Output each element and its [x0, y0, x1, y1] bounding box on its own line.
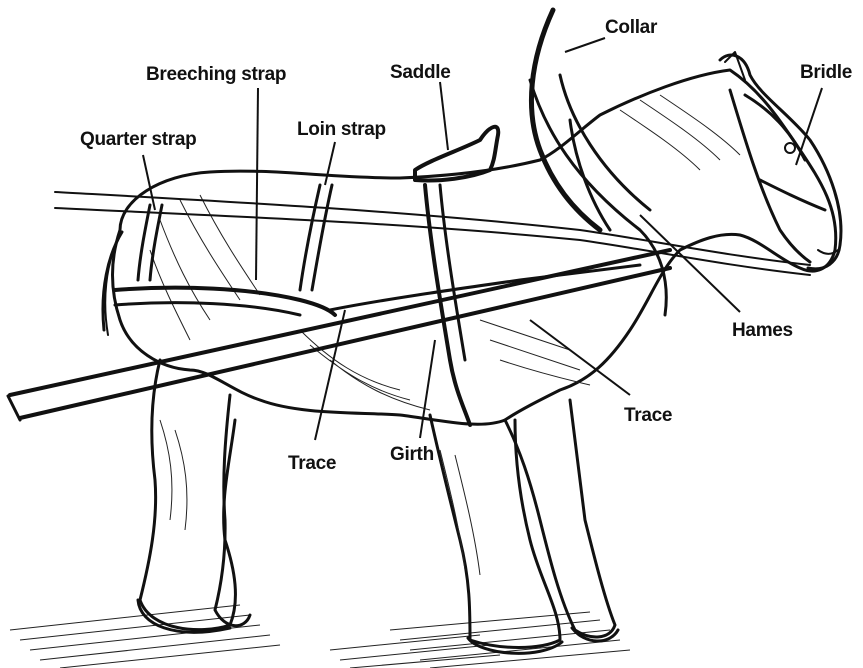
ground-shadow	[10, 605, 630, 668]
collar-leader	[565, 38, 605, 52]
trace-right-leader	[530, 320, 630, 395]
label-loin-strap: Loin strap	[297, 119, 386, 140]
label-saddle: Saddle	[390, 62, 451, 83]
part-labels: Collar Breeching strap Saddle Bridle Qua…	[80, 17, 852, 474]
label-breeching-strap: Breeching strap	[146, 64, 286, 85]
breeching-strap-leader	[256, 88, 258, 280]
quarter-strap-leader	[143, 155, 155, 210]
loin-strap-leader	[325, 142, 335, 185]
label-hames: Hames	[732, 320, 793, 341]
label-trace-right: Trace	[624, 405, 672, 426]
trace-left-leader	[315, 310, 345, 440]
leader-lines	[143, 38, 822, 440]
label-trace-left: Trace	[288, 453, 336, 474]
label-bridle: Bridle	[800, 62, 852, 83]
label-collar: Collar	[605, 17, 658, 38]
label-girth: Girth	[390, 444, 434, 465]
saddle-leader	[440, 82, 448, 150]
label-quarter-strap: Quarter strap	[80, 129, 196, 150]
